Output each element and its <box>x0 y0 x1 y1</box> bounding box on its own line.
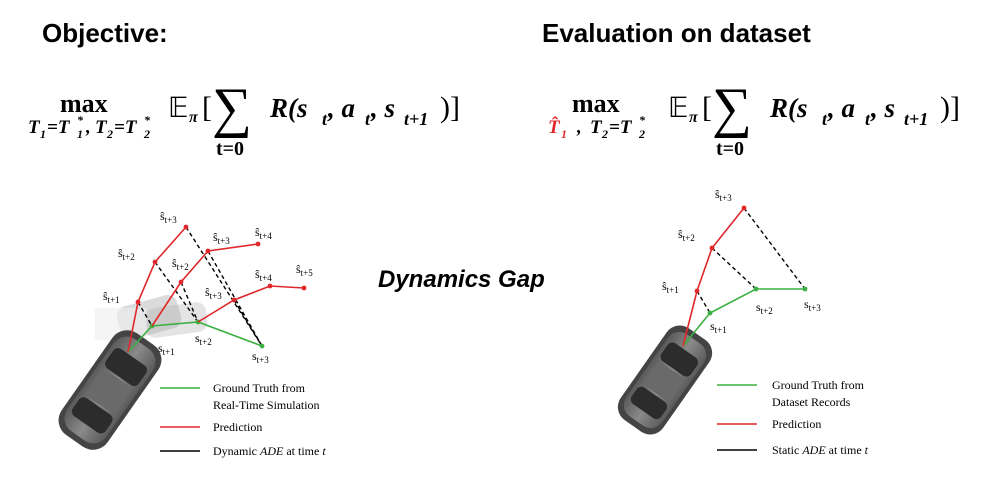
sub-star1: * <box>77 113 84 127</box>
sub-idx1b: 1 <box>77 127 83 141</box>
expectation-symbol: 𝔼 <box>168 93 188 124</box>
r-sub-st1: t+1 <box>404 109 428 129</box>
label-pred-t3: ŝt+3 <box>160 209 177 225</box>
label-pred-t2b: ŝt+2 <box>172 256 189 272</box>
sub-t1-idx: 1 <box>40 127 46 141</box>
bracket-open: [ <box>202 91 212 124</box>
sub-eq2: =T <box>609 117 633 138</box>
label-gt-t2: st+2 <box>195 331 212 347</box>
r-sub-at: t <box>365 109 371 129</box>
reward-s: , s <box>370 93 395 123</box>
r-sub-t: t <box>822 109 828 129</box>
evaluation-heading: Evaluation on dataset <box>542 18 811 48</box>
left-legend: Ground Truth from Real-Time Simulation P… <box>160 381 326 458</box>
formula-objective: max T 1 =T * 1 , T 2 =T * 2 𝔼 π [ ∑ t=0 … <box>28 77 460 160</box>
legend-green: Ground Truth from <box>772 378 865 392</box>
left-trajectory-diagram: ŝt+1 ŝt+2 ŝt+3 ŝt+2 ŝt+3 ŝt+4 ŝt+3 ŝt+4 … <box>58 209 326 458</box>
expectation-symbol: 𝔼 <box>668 93 688 124</box>
bracket-close: )] <box>440 91 460 124</box>
sub-comma: , <box>576 117 582 138</box>
sub-eq1: =T <box>47 117 71 138</box>
sub-eq2: =T <box>114 117 138 138</box>
r-sub-t: t <box>322 109 328 129</box>
objective-heading: Objective: <box>42 18 168 48</box>
expect-sub: π <box>189 109 199 126</box>
hat-t1-idx: 1 <box>561 127 567 141</box>
label-pred-t4b: ŝt+4 <box>255 267 272 283</box>
reward-fn: R(s <box>269 93 308 123</box>
label-gt-t3: st+3 <box>804 297 821 313</box>
right-legend: Ground Truth from Dataset Records Predic… <box>717 378 869 457</box>
label-gt-t2: st+2 <box>756 300 773 316</box>
label-pred-t2: ŝt+2 <box>118 246 135 262</box>
reward-fn: R(s <box>769 93 808 123</box>
legend-red: Prediction <box>213 420 262 434</box>
bracket-close: )] <box>940 91 960 124</box>
ghost-car-2 <box>144 302 208 338</box>
label-pred-t1: ŝt+1 <box>662 279 679 295</box>
sub-comma: , <box>85 117 91 138</box>
label-pred-t1: ŝt+1 <box>103 289 120 305</box>
sum-lower: t=0 <box>716 138 744 160</box>
label-gt-t3: st+3 <box>252 349 269 365</box>
sum-lower: t=0 <box>216 138 244 160</box>
legend-green: Ground Truth from <box>213 381 306 395</box>
label-pred-t3c: ŝt+3 <box>205 285 222 301</box>
label-gt-t1: st+1 <box>158 341 175 357</box>
sum-symbol: ∑ <box>212 77 252 139</box>
r-sub-st1: t+1 <box>904 109 928 129</box>
label-pred-t3: ŝt+3 <box>715 187 732 203</box>
car-icon <box>617 325 713 435</box>
max-operator: max <box>60 89 108 118</box>
legend-black: Dynamic ADE at time t <box>213 444 326 458</box>
label-pred-t3b: ŝt+3 <box>213 230 230 246</box>
legend-green-2: Real-Time Simulation <box>213 398 320 412</box>
label-pred-t5: ŝt+5 <box>296 262 313 278</box>
sub-star2: * <box>144 113 151 127</box>
sub-t2-idx: 2 <box>106 127 113 141</box>
reward-a: , a <box>827 93 855 123</box>
bracket-open: [ <box>702 91 712 124</box>
sub-t1: T <box>28 117 41 138</box>
sub-star2: * <box>639 113 646 127</box>
dynamics-gap-label: Dynamics Gap <box>378 266 545 293</box>
max-operator: max <box>572 89 620 118</box>
label-pred-t2: ŝt+2 <box>678 227 695 243</box>
r-sub-at: t <box>865 109 871 129</box>
car-icon <box>58 330 162 450</box>
legend-green-2: Dataset Records <box>772 395 851 409</box>
sub-t2: T <box>590 117 603 138</box>
hat-t1: T̂ <box>548 117 561 138</box>
right-trajectory-diagram: ŝt+1 ŝt+2 ŝt+3 st+1 st+2 st+3 Ground Tru… <box>617 187 869 457</box>
formula-evaluation: max T̂ 1 , T 2 =T * 2 𝔼 π [ ∑ t=0 R(s t … <box>548 77 960 160</box>
label-gt-t1: st+1 <box>710 319 727 335</box>
legend-red: Prediction <box>772 417 821 431</box>
sub-t2: T <box>95 117 108 138</box>
expect-sub: π <box>689 109 699 126</box>
sum-symbol: ∑ <box>712 77 752 139</box>
sub-idx2b: 2 <box>143 127 150 141</box>
sub-t2-idx: 2 <box>601 127 608 141</box>
sub-idx2b: 2 <box>638 127 645 141</box>
reward-s: , s <box>870 93 895 123</box>
label-pred-t4: ŝt+4 <box>255 225 272 241</box>
legend-black: Static ADE at time t <box>772 443 869 457</box>
reward-a: , a <box>327 93 355 123</box>
